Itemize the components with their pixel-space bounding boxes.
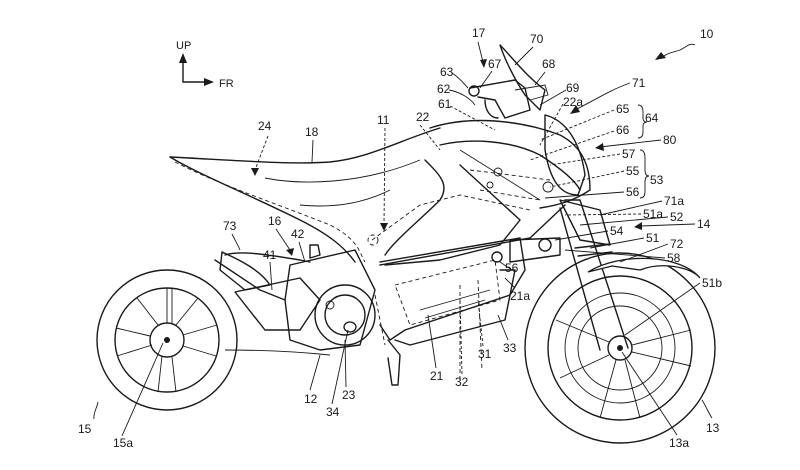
label-56: 56: [626, 185, 640, 199]
front-fork: [559, 199, 629, 351]
label-66: 66: [616, 123, 630, 137]
label-67: 67: [488, 57, 502, 71]
label-18: 18: [305, 125, 319, 139]
label-72: 72: [670, 237, 684, 251]
label-51: 51: [646, 231, 660, 245]
label-16: 16: [268, 214, 282, 228]
label-22a: 22a: [563, 95, 583, 109]
label-14: 14: [697, 217, 711, 231]
rear-wheel: [96, 269, 238, 411]
label-42: 42: [291, 227, 305, 241]
reference-labels: 10 17 70 67 68 63 62 61 69 22a 71 65 66 …: [78, 26, 722, 450]
label-62: 62: [437, 82, 451, 96]
label-52: 52: [670, 210, 684, 224]
label-53: 53: [650, 173, 664, 187]
label-58: 58: [667, 251, 681, 265]
label-24: 24: [258, 119, 272, 133]
label-31: 31: [478, 347, 492, 361]
up-arrow-icon: [179, 53, 187, 63]
battery-case: [374, 237, 526, 380]
forward-label: FR: [219, 78, 234, 90]
frame-outline: [371, 194, 531, 241]
label-51b: 51b: [702, 276, 722, 290]
label-33: 33: [503, 341, 517, 355]
label-22: 22: [416, 110, 430, 124]
label-54: 54: [610, 224, 624, 238]
label-23: 23: [342, 388, 356, 402]
label-15: 15: [78, 422, 92, 436]
front-cowl: [544, 114, 611, 246]
power-unit: [214, 244, 376, 356]
label-13: 13: [706, 421, 720, 435]
label-64: 64: [645, 111, 659, 125]
label-71: 71: [632, 76, 646, 90]
label-69: 69: [566, 81, 580, 95]
handlebar-unit: [468, 79, 549, 119]
body-cover: [379, 119, 591, 266]
label-windscreen: 70: [530, 32, 544, 46]
label-80: 80: [663, 133, 677, 147]
label-13a: 13a: [669, 436, 689, 450]
up-label: UP: [176, 40, 191, 52]
label-21: 21: [430, 369, 444, 383]
rear-fender: [219, 251, 271, 291]
label-12: 12: [304, 392, 318, 406]
forward-arrow-icon: [204, 78, 214, 86]
assembly-arrow-icon: [655, 52, 666, 60]
front-wheel: [524, 252, 716, 444]
label-21a: 21a: [510, 289, 530, 303]
label-32: 32: [455, 375, 469, 389]
label-73: 73: [223, 219, 237, 233]
label-handlebar-unit: 17: [472, 26, 486, 40]
label-63: 63: [440, 65, 454, 79]
windscreen: [499, 44, 546, 111]
label-56-lower: 56: [505, 261, 519, 275]
label-41: 41: [263, 248, 277, 262]
leader-lines: [93, 41, 713, 437]
direction-indicator: UP FR: [176, 40, 234, 90]
label-65: 65: [616, 102, 630, 116]
label-68: 68: [542, 57, 556, 71]
label-15a: 15a: [113, 436, 133, 450]
side-stand: [387, 339, 401, 386]
label-34: 34: [326, 405, 340, 419]
seat-and-rear-body: [169, 127, 441, 263]
label-55: 55: [626, 164, 640, 178]
label-71a: 71a: [664, 194, 684, 208]
front-fender: [587, 257, 701, 279]
label-vehicle: 10: [700, 27, 714, 41]
label-57: 57: [622, 147, 636, 161]
label-61: 61: [438, 97, 452, 111]
label-11: 11: [377, 113, 390, 127]
fork-bracket: [491, 237, 561, 263]
